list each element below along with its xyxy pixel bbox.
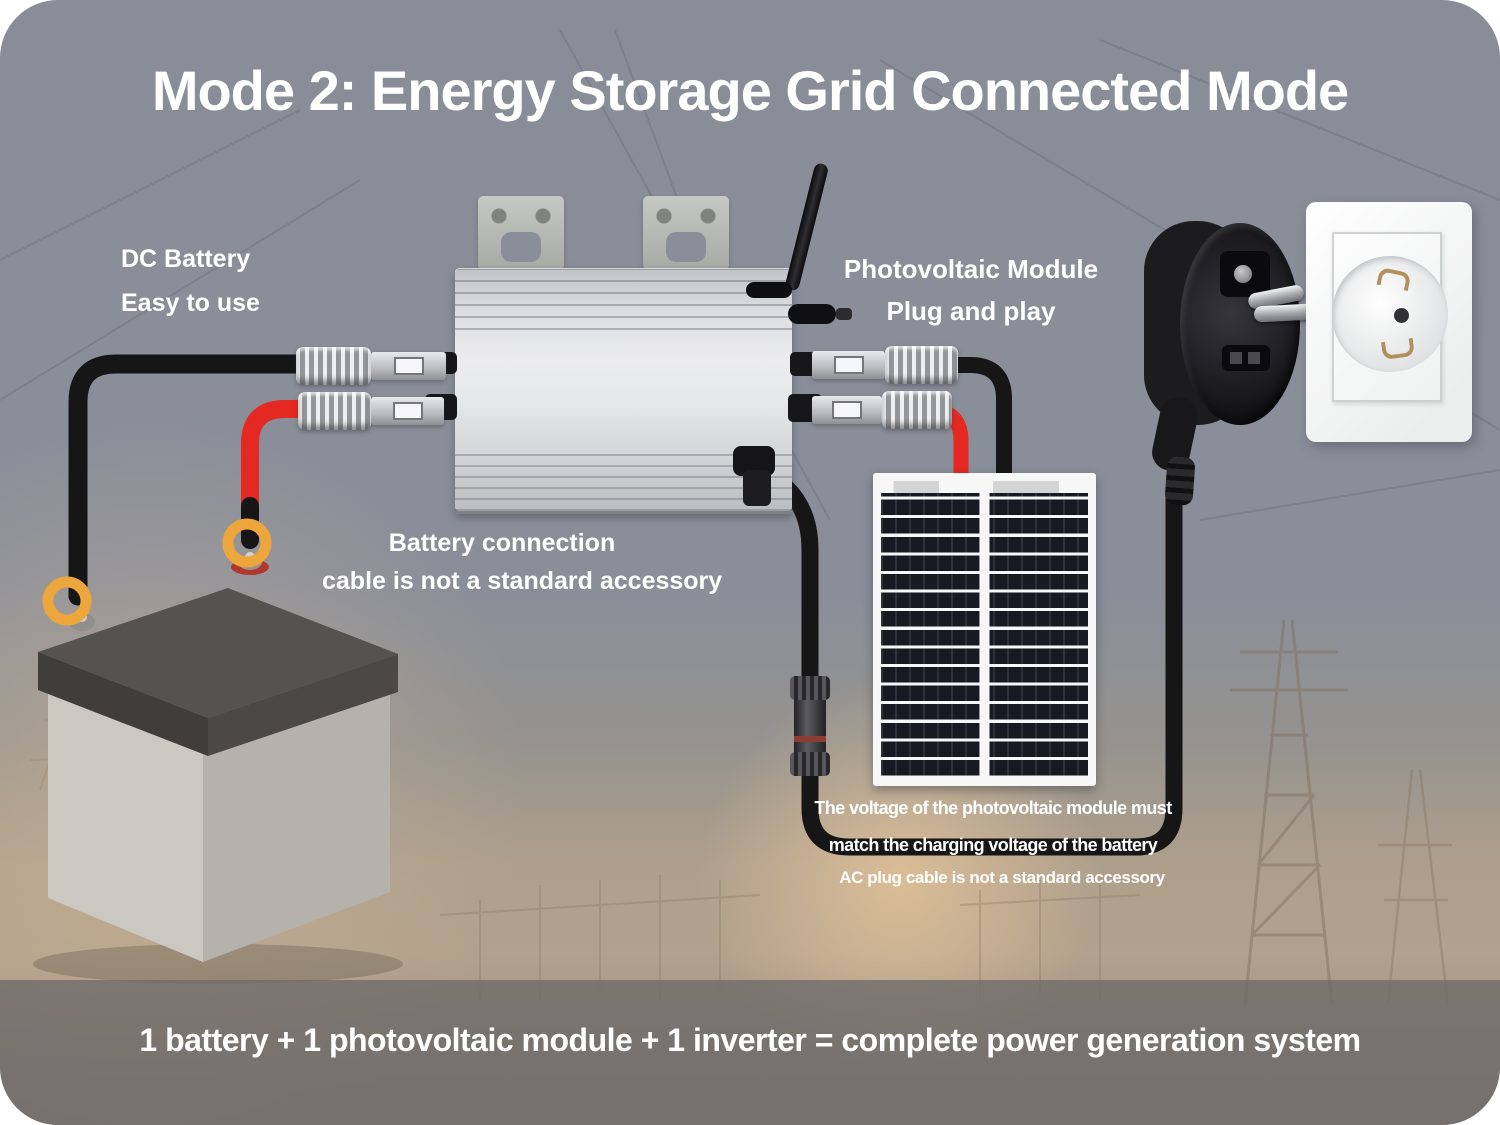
battery-label: DC Battery Easy to use [121,237,260,325]
plug-cable-boot-ribbed [1164,456,1196,506]
battery-lid-top [38,588,398,718]
transmission-tower-far-right [1378,769,1452,1006]
ac-schuko-plug [1140,205,1320,506]
battery-body-side [203,688,390,962]
mc4-connector-pv-positive [812,391,952,429]
battery-lid-front [38,652,208,756]
mc4-ridged-half [885,346,958,384]
mc4-clip-half [812,396,882,424]
mc4-connector-pv-negative [812,346,958,384]
battery-cable-note: Battery connection cable is not a standa… [322,524,723,600]
ac-inline-connector [790,676,830,776]
page-title: Mode 2: Energy Storage Grid Connected Mo… [151,59,1349,122]
battery-label-line1: DC Battery [121,245,251,273]
footer-band [0,980,1500,1125]
photovoltaic-module [873,473,1096,786]
positive-ring-terminal [222,518,272,568]
mc4-clip-half [812,351,885,379]
battery-label-line2: Easy to use [121,289,260,317]
pv-voltage-note-line2: match the charging voltage of the batter… [828,835,1158,855]
solar-cells-grid [881,481,1088,778]
mounting-bracket-right [643,196,729,270]
wall-socket [1306,202,1472,442]
pv-voltage-note-line1: The voltage of the photovoltaic module m… [814,798,1172,818]
socket-recess [1332,256,1448,372]
mc4-ridged-half [296,347,371,385]
pv-label-line2: Plug and play [886,296,1056,326]
pv-label-line1: Photovoltaic Module [843,254,1099,284]
pv-module-label: Photovoltaic Module Plug and play [821,248,1121,332]
battery-lid-side [208,654,398,756]
antenna-port [788,304,836,324]
mc4-connector-battery-positive [298,392,444,430]
plug-top-detail [1220,251,1270,297]
ac-cable-note: AC plug cable is not a standard accessor… [839,868,1165,887]
micro-inverter [425,162,852,514]
transmission-tower-right [1230,619,1348,1006]
battery-cable-note-line1: Battery connection [388,529,616,557]
mc4-ridged-half [298,392,371,430]
mc4-ridged-half [882,391,952,429]
battery-cable-note-line2: cable is not a standard accessory [322,567,723,595]
pv-voltage-note: The voltage of the photovoltaic module m… [763,790,1223,864]
mc4-clip-half [371,397,444,425]
antenna-port-tip [836,308,852,320]
plug-bottom-detail [1222,345,1270,371]
battery-shadow [33,944,403,984]
footer-summary: 1 battery + 1 photovoltaic module + 1 in… [139,1022,1361,1058]
ground-clip-bottom [1380,337,1416,361]
mc4-clip-half [371,352,446,380]
battery-body-front [48,690,203,962]
ac-cable-gland-nut [743,470,771,506]
antenna-base [746,282,792,298]
negative-ring-terminal [42,576,92,626]
dc-battery [33,518,403,984]
mc4-connector-battery-negative [296,347,446,385]
ground-clip-top [1376,266,1412,292]
mounting-bracket-left [478,196,564,270]
socket-hole [1394,308,1409,323]
